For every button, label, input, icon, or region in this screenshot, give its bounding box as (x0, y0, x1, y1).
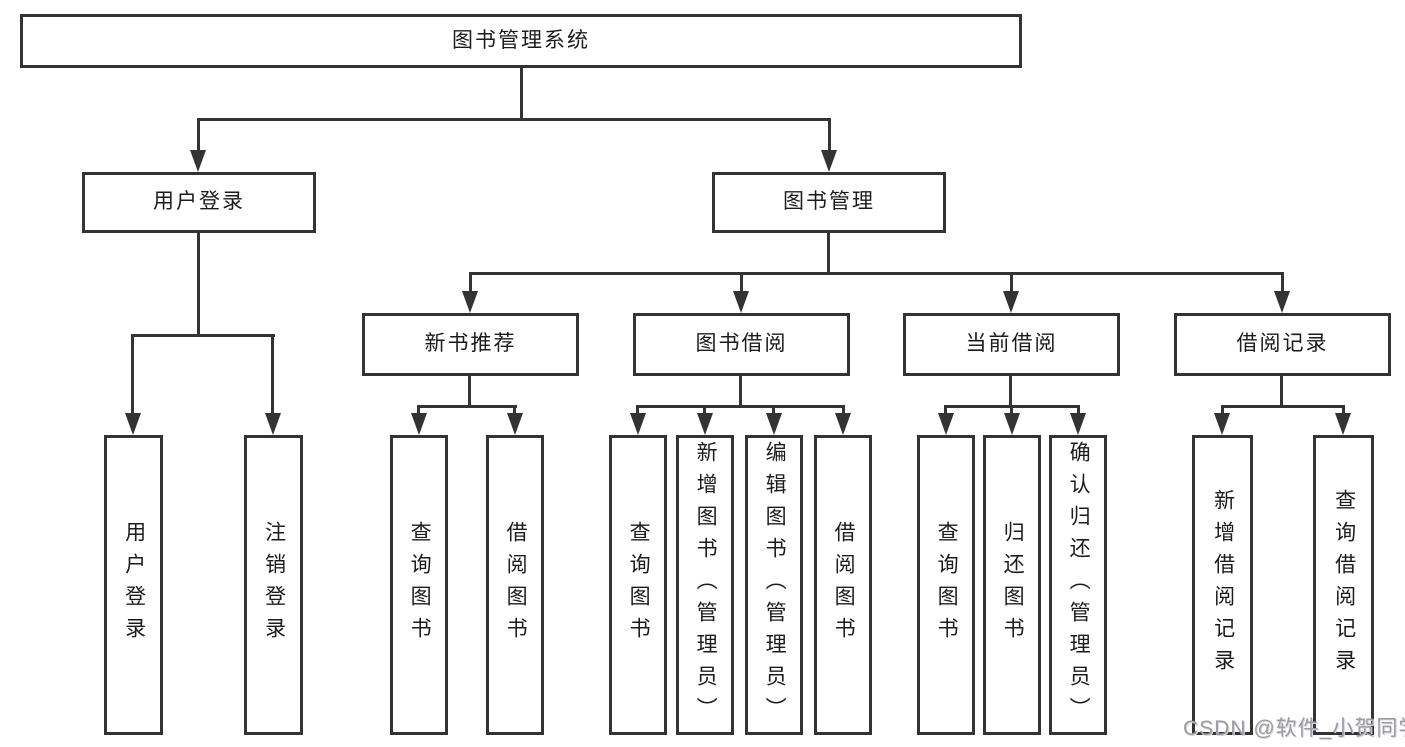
leaf-borrow-book: 借阅图书 (814, 435, 872, 735)
leaf-query-book-current: 查询图书 (917, 435, 975, 735)
connector-vline (739, 376, 742, 405)
connector-vline (271, 334, 274, 413)
leaf-logout: 注销登录 (244, 435, 303, 735)
connector-vline (1221, 405, 1224, 413)
arrowhead (821, 150, 837, 172)
arrowhead (835, 413, 851, 435)
leaf-edit-book-admin: 编辑图书（管理员） (745, 435, 803, 735)
connector-vline (1010, 405, 1013, 413)
node-library-system: 图书管理系统 (20, 14, 1022, 68)
leaf-query-book-borrowing: 查询图书 (609, 435, 667, 735)
connector-vline (636, 405, 639, 413)
leaf-borrow-book-recommend: 借阅图书 (486, 435, 544, 735)
connector-vline (513, 405, 516, 413)
connector-vline (469, 272, 472, 291)
arrowhead (1070, 413, 1086, 435)
connector-vline (944, 405, 947, 413)
connector-vline (827, 233, 830, 272)
node-borrowing-records: 借阅记录 (1174, 313, 1391, 376)
connector-vline (828, 118, 831, 150)
connector-hline (1221, 405, 1345, 408)
connector-vline (1010, 272, 1013, 291)
arrowhead (766, 413, 782, 435)
connector-hline (132, 334, 275, 337)
node-current-borrowing: 当前借阅 (903, 313, 1120, 376)
leaf-confirm-return-admin: 确认归还（管理员） (1049, 435, 1107, 735)
connector-vline (468, 376, 471, 405)
connector-hline (417, 405, 517, 408)
connector-vline (417, 405, 420, 413)
node-book-management: 图书管理 (712, 172, 946, 233)
arrowhead (1335, 413, 1351, 435)
connector-vline (197, 118, 200, 150)
watermark: CSDN @软件_小贺同学 (1183, 717, 1405, 740)
leaf-query-borrow-record: 查询借阅记录 (1313, 435, 1374, 735)
connector-hline (636, 405, 845, 408)
leaf-return-book: 归还图书 (983, 435, 1041, 735)
arrowhead (697, 413, 713, 435)
leaf-add-book-admin: 新增图书（管理员） (676, 435, 734, 735)
node-user-login: 用户登录 (82, 172, 316, 233)
connector-vline (842, 405, 845, 413)
arrowhead (190, 150, 206, 172)
leaf-add-borrow-record: 新增借阅记录 (1192, 435, 1253, 735)
connector-hline (197, 118, 831, 121)
arrowhead (938, 413, 954, 435)
connector-vline (703, 405, 706, 413)
connector-vline (1280, 376, 1283, 405)
arrowhead (462, 291, 478, 313)
arrowhead (630, 413, 646, 435)
connector-vline (1077, 405, 1080, 413)
connector-vline (1281, 272, 1284, 291)
leaf-query-book-recommend: 查询图书 (390, 435, 448, 735)
arrowhead (1214, 413, 1230, 435)
connector-vline (740, 272, 743, 291)
arrowhead (1004, 413, 1020, 435)
connector-vline (1342, 405, 1345, 413)
node-new-book-recommend: 新书推荐 (362, 313, 579, 376)
leaf-user-login: 用户登录 (104, 435, 163, 735)
connector-vline (1009, 376, 1012, 405)
arrowhead (411, 413, 427, 435)
connector-hline (469, 272, 1284, 275)
connector-vline (131, 334, 134, 413)
arrowhead (125, 413, 141, 435)
arrowhead (507, 413, 523, 435)
node-book-borrowing: 图书借阅 (633, 313, 850, 376)
connector-vline (772, 405, 775, 413)
arrowhead (733, 291, 749, 313)
connector-vline (197, 233, 200, 334)
connector-vline (520, 68, 523, 118)
arrowhead (265, 413, 281, 435)
arrowhead (1274, 291, 1290, 313)
arrowhead (1003, 291, 1019, 313)
